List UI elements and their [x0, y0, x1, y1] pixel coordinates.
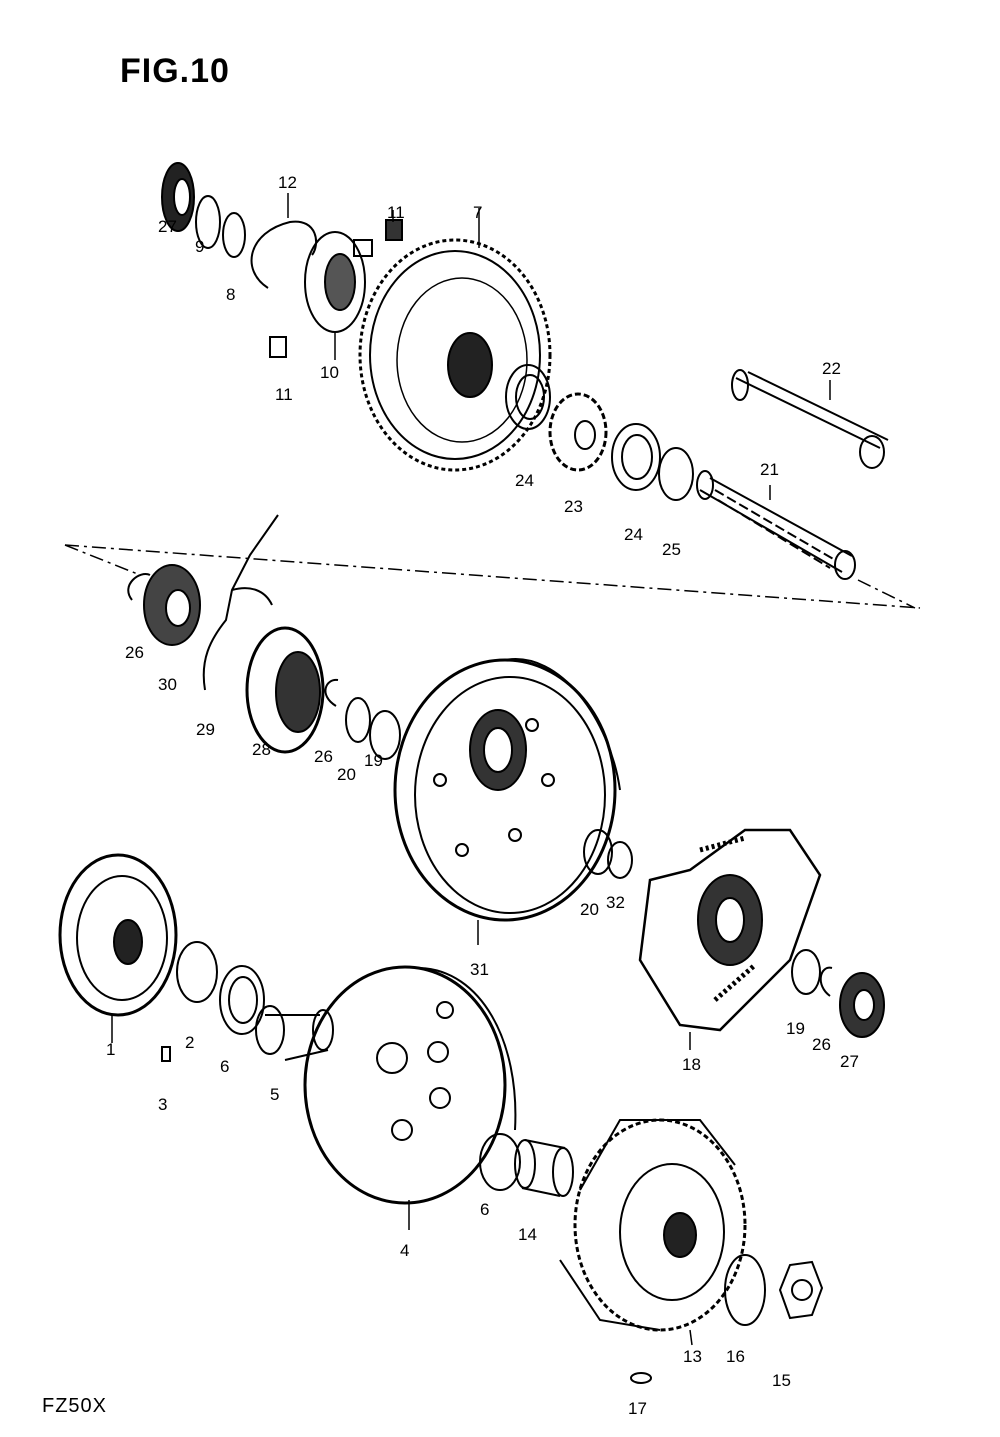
- callout-7: 7: [473, 203, 482, 222]
- callout-21: 21: [760, 460, 779, 479]
- callout-15: 15: [772, 1371, 791, 1390]
- model-code: FZ50X: [42, 1395, 108, 1417]
- sprocket-23: [548, 392, 608, 472]
- washer-19-right: [791, 949, 821, 995]
- callout-8: 8: [226, 285, 235, 304]
- nut-11-bottom: [269, 336, 287, 358]
- callout-31: 31: [470, 960, 489, 979]
- spring-29: [202, 514, 279, 691]
- callout-3: 3: [158, 1095, 167, 1114]
- callout-26: 26: [314, 747, 333, 766]
- circlip-26-left: [127, 573, 151, 601]
- callout-24: 24: [515, 471, 534, 490]
- callout-30: 30: [158, 675, 177, 694]
- callout-1: 1: [106, 1040, 115, 1059]
- callout-5: 5: [270, 1085, 279, 1104]
- washer-6-right: [479, 1133, 521, 1191]
- clutch-drum-31: [393, 658, 621, 922]
- callout-11: 11: [387, 203, 405, 222]
- ratchet-28: [245, 626, 325, 754]
- nut-15: [778, 1260, 824, 1320]
- driven-gear-13: [559, 1118, 747, 1332]
- callout-11: 11: [275, 385, 293, 404]
- washer-6-left: [219, 965, 265, 1035]
- callout-25: 25: [662, 540, 681, 559]
- callout-28: 28: [252, 740, 271, 759]
- callout-6: 6: [480, 1200, 489, 1219]
- callout-24: 24: [624, 525, 643, 544]
- callout-6: 6: [220, 1057, 229, 1076]
- nut-11-top: [385, 219, 403, 241]
- callout-2: 2: [185, 1033, 194, 1052]
- callout-26: 26: [125, 643, 144, 662]
- pinion-30: [143, 564, 201, 646]
- callout-26: 26: [812, 1035, 831, 1054]
- washer-25: [658, 447, 694, 501]
- washer-20-mid: [345, 697, 371, 743]
- callout-27: 27: [840, 1052, 859, 1071]
- callout-17: 17: [628, 1399, 647, 1418]
- washer-16: [724, 1254, 766, 1326]
- callout-32: 32: [606, 893, 625, 912]
- washer-20-right: [583, 829, 613, 875]
- callout-29: 29: [196, 720, 215, 739]
- clutch-shoe-18: [638, 828, 822, 1032]
- washer-19-mid: [369, 710, 401, 760]
- collar-5: [255, 1005, 334, 1061]
- circlip-26-right: [819, 966, 833, 997]
- callout-10: 10: [320, 363, 339, 382]
- callout-22: 22: [822, 359, 841, 378]
- washer-9: [195, 195, 221, 249]
- callout-14: 14: [518, 1225, 537, 1244]
- leader-lines: [111, 193, 831, 1346]
- callout-9: 9: [195, 237, 204, 256]
- callout-13: 13: [683, 1347, 702, 1366]
- washer-24-a: [505, 364, 551, 430]
- circlip-26-mid: [324, 678, 339, 707]
- key-3: [161, 1046, 171, 1062]
- large-gear-7: [358, 238, 552, 472]
- washer-2: [176, 941, 218, 1003]
- callout-27: 27: [158, 217, 177, 236]
- callout-19: 19: [364, 751, 383, 770]
- callout-19: 19: [786, 1019, 805, 1038]
- assembly-guide-lines: [64, 544, 921, 609]
- callout-20: 20: [337, 765, 356, 784]
- bushing-14: [514, 1139, 574, 1197]
- key-17: [630, 1372, 652, 1384]
- callout-16: 16: [726, 1347, 745, 1366]
- callout-18: 18: [682, 1055, 701, 1074]
- callout-23: 23: [564, 497, 583, 516]
- clutch-housing-4: [303, 965, 517, 1205]
- bearing-27-right: [839, 972, 885, 1038]
- splined-shaft-21: [696, 470, 856, 580]
- circlip-12: [250, 220, 318, 289]
- figure-title: FIG.10: [120, 52, 230, 90]
- callout-12: 12: [278, 173, 297, 192]
- bearing-27-top: [161, 162, 195, 232]
- pulley-1: [58, 853, 178, 1017]
- callout-20: 20: [580, 900, 599, 919]
- washer-24-b: [611, 423, 661, 491]
- shaft-22: [731, 369, 889, 469]
- washer-8: [222, 212, 246, 258]
- washer-32: [607, 841, 633, 879]
- callout-4: 4: [400, 1241, 409, 1260]
